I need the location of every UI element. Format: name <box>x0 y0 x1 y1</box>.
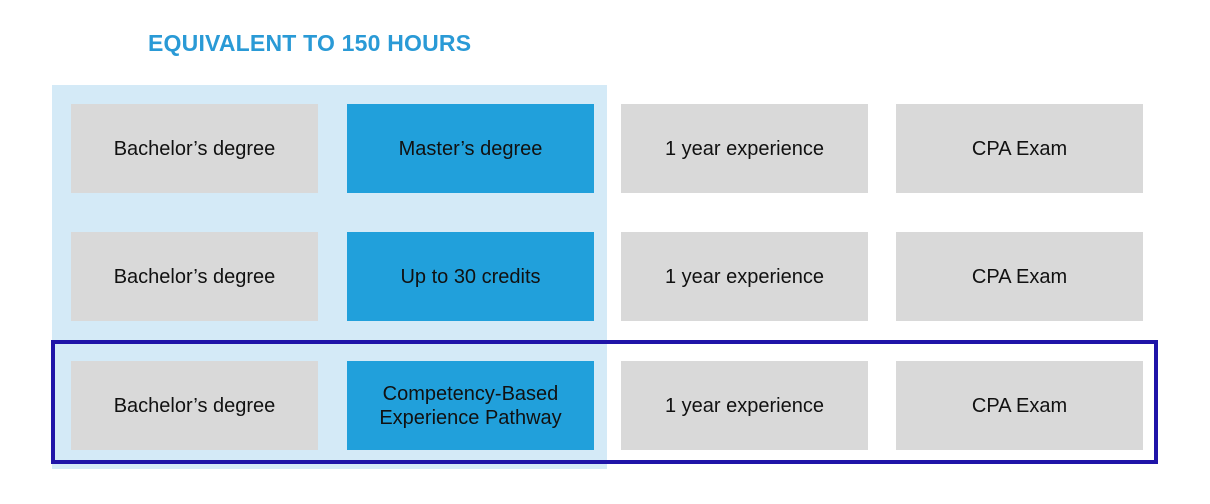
row-3-competency-pathway-box: Competency-Based Experience Pathway <box>347 361 594 450</box>
row-3-experience-box: 1 year experience <box>621 361 868 450</box>
row-3-cpa-exam-box: CPA Exam <box>896 361 1143 450</box>
row-2-credits-box: Up to 30 credits <box>347 232 594 321</box>
row-1-experience-box: 1 year experience <box>621 104 868 193</box>
row-2-experience-box: 1 year experience <box>621 232 868 321</box>
diagram-heading: EQUIVALENT TO 150 HOURS <box>148 30 472 56</box>
row-1-bachelors-box: Bachelor’s degree <box>71 104 318 193</box>
row-2-cpa-exam-box: CPA Exam <box>896 232 1143 321</box>
row-1-masters-box: Master’s degree <box>347 104 594 193</box>
row-3-bachelors-box: Bachelor’s degree <box>71 361 318 450</box>
row-2-bachelors-box: Bachelor’s degree <box>71 232 318 321</box>
row-1-cpa-exam-box: CPA Exam <box>896 104 1143 193</box>
competency-pathway-row-outline <box>51 340 1158 464</box>
